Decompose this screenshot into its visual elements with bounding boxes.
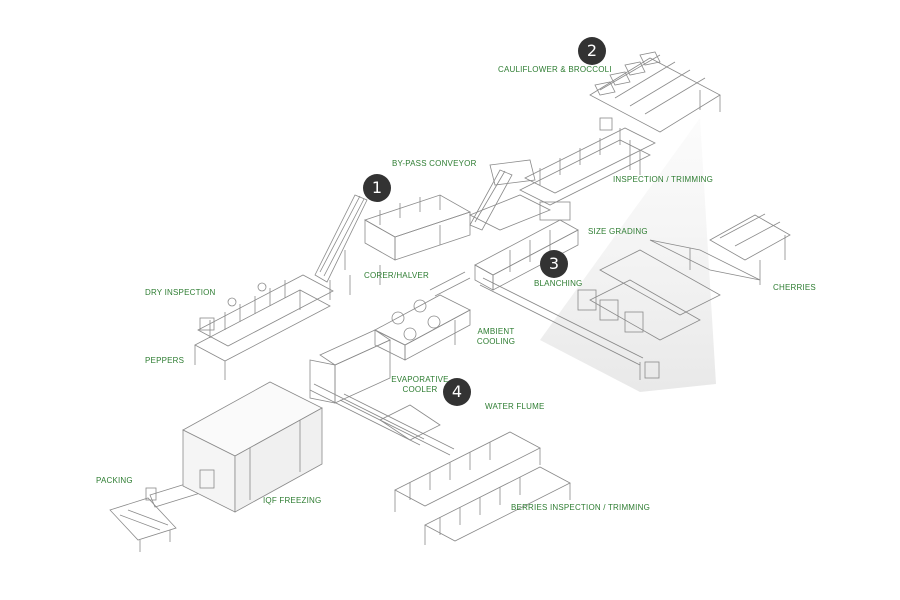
sorting-stations (479, 249, 721, 380)
step-badge-2: 2 (578, 37, 606, 65)
bypass-conveyor (469, 159, 551, 231)
label-ambient-line-2: COOLING (476, 337, 516, 346)
label-size-grading: SIZE GRADING (588, 227, 648, 236)
label-ambient-cooling: AMBIENT COOLING (476, 327, 516, 347)
label-peppers: PEPPERS (145, 356, 185, 365)
label-cherries: CHERRIES (773, 283, 816, 292)
label-evaporative-cooler: EVAPORATIVE COOLER (390, 375, 450, 395)
step-badge-1: 1 (363, 174, 391, 202)
cherries-line (649, 213, 791, 285)
highlight-beam (540, 118, 716, 392)
step-badge-3: 3 (540, 250, 568, 278)
corer-halver-machine (349, 194, 471, 295)
label-iqf-freezing: IQF FREEZING (263, 496, 322, 505)
label-bypass-conveyor: BY-PASS CONVEYOR (392, 159, 477, 168)
ambient-cooling-unit (309, 271, 471, 404)
blanching-size-grading-line (474, 201, 579, 291)
label-water-flume: WATER FLUME (485, 402, 545, 411)
iqf-freezer (182, 381, 323, 513)
label-corer-halver: CORER/HALVER (364, 271, 429, 280)
label-dry-inspection: DRY INSPECTION (145, 288, 216, 297)
label-evaporative-line-2: COOLER (402, 385, 438, 394)
label-blanching: BLANCHING (534, 279, 583, 288)
berries-inspection-line (394, 431, 571, 545)
cauliflower-broccoli-infeed (589, 51, 721, 133)
label-evaporative-line-1: EVAPORATIVE (391, 375, 449, 384)
label-cauliflower-broccoli: CAULIFLOWER & BROCCOLI (498, 65, 612, 74)
step-badge-4: 4 (443, 378, 471, 406)
label-packing: PACKING (96, 476, 133, 485)
label-inspection-trimming: INSPECTION / TRIMMING (613, 175, 714, 184)
water-flume (309, 383, 455, 456)
peppers-line (194, 274, 334, 380)
inspection-trimming-line (519, 117, 656, 206)
incline-elevator (314, 194, 368, 300)
label-ambient-line-1: AMBIENT (477, 327, 515, 336)
label-berries-inspection: BERRIES INSPECTION / TRIMMING (511, 503, 650, 512)
